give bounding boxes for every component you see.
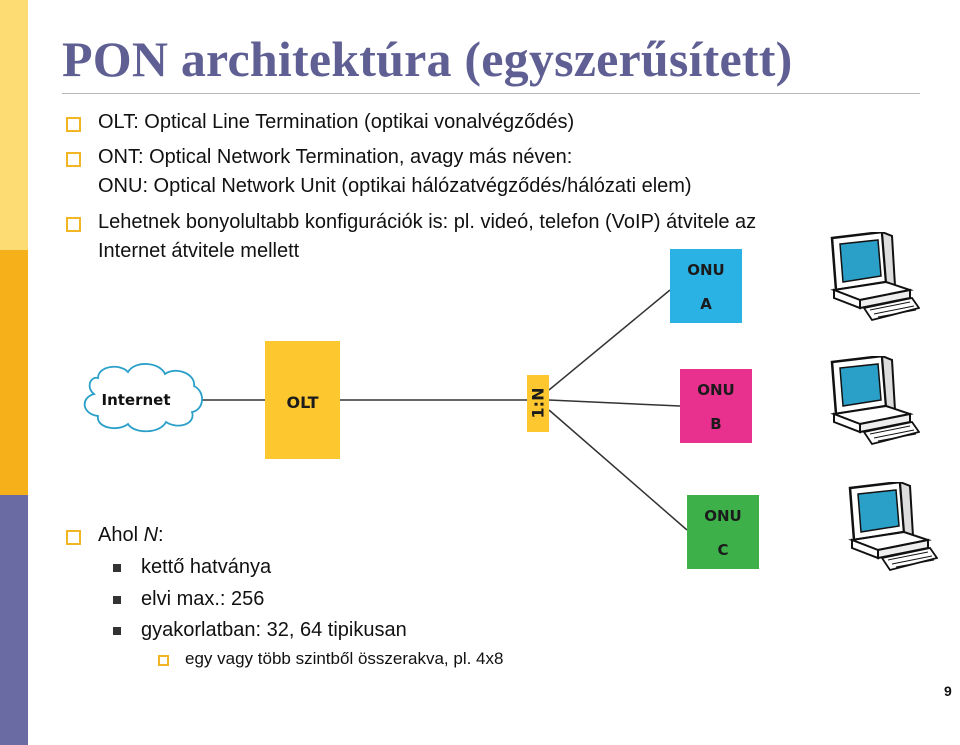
bullet-where-n: Ahol N:: [98, 524, 164, 547]
where-suffix: :: [158, 524, 164, 546]
onu-a-id: A: [700, 295, 712, 313]
internet-label: Internet: [101, 391, 171, 409]
bullet-box-icon: [66, 152, 81, 167]
onu-a-label: ONU: [687, 261, 725, 279]
computer-icon: [830, 356, 920, 446]
onu-b-label: ONU: [697, 381, 735, 399]
olt-node: OLT: [265, 341, 340, 459]
sub-bullet-max: elvi max.: 256: [141, 588, 265, 610]
bullet-box-icon: [66, 217, 81, 232]
onu-b-node: ONU B: [680, 369, 752, 443]
sub-bullet-typical: gyakorlatban: 32, 64 tipikusan: [141, 619, 407, 641]
decor-stripe-middle: [0, 250, 28, 495]
bullet-box-icon: [66, 117, 81, 132]
bullet-configs: Lehetnek bonyolultabb konfigurációk is: …: [98, 211, 757, 233]
bullet-box-icon: [66, 530, 81, 545]
onu-c-label: ONU: [704, 507, 742, 525]
where-var: N: [143, 524, 159, 546]
decor-stripe-top: [0, 0, 28, 250]
onu-a-node: ONU A: [670, 249, 742, 323]
bullet-box-icon: [158, 655, 169, 666]
olt-label: OLT: [286, 393, 319, 412]
where-prefix: Ahol: [98, 524, 144, 546]
onu-b-id: B: [710, 415, 722, 433]
bullet-ont: ONT: Optical Network Termination, avagy …: [98, 146, 573, 168]
square-bullet-icon: [113, 627, 121, 635]
decor-stripe-bottom: [0, 495, 28, 745]
bullet-olt: OLT: Optical Line Termination (optikai v…: [98, 111, 575, 133]
computer-icon: [848, 482, 938, 572]
bullet-configs-cont: Internet átvitele mellett: [98, 240, 300, 262]
square-bullet-icon: [113, 596, 121, 604]
square-bullet-icon: [113, 564, 121, 572]
slide-title: PON architektúra (egyszerűsített): [62, 31, 793, 87]
splitter-node: [527, 375, 549, 432]
onu-c-node: ONU C: [687, 495, 759, 569]
onu-c-id: C: [717, 541, 729, 559]
computer-icon: [830, 232, 920, 322]
title-divider: [62, 93, 920, 94]
bullet-onu: ONU: Optical Network Unit (optikai hálóz…: [98, 175, 692, 197]
internet-cloud-icon: [83, 363, 203, 433]
sub-bullet-power: kettő hatványa: [141, 556, 272, 578]
page-number: 9: [944, 683, 952, 699]
sub-sub-bullet-levels: egy vagy több szintből összerakva, pl. 4…: [185, 649, 504, 668]
splitter-label: 1:N: [528, 387, 548, 419]
